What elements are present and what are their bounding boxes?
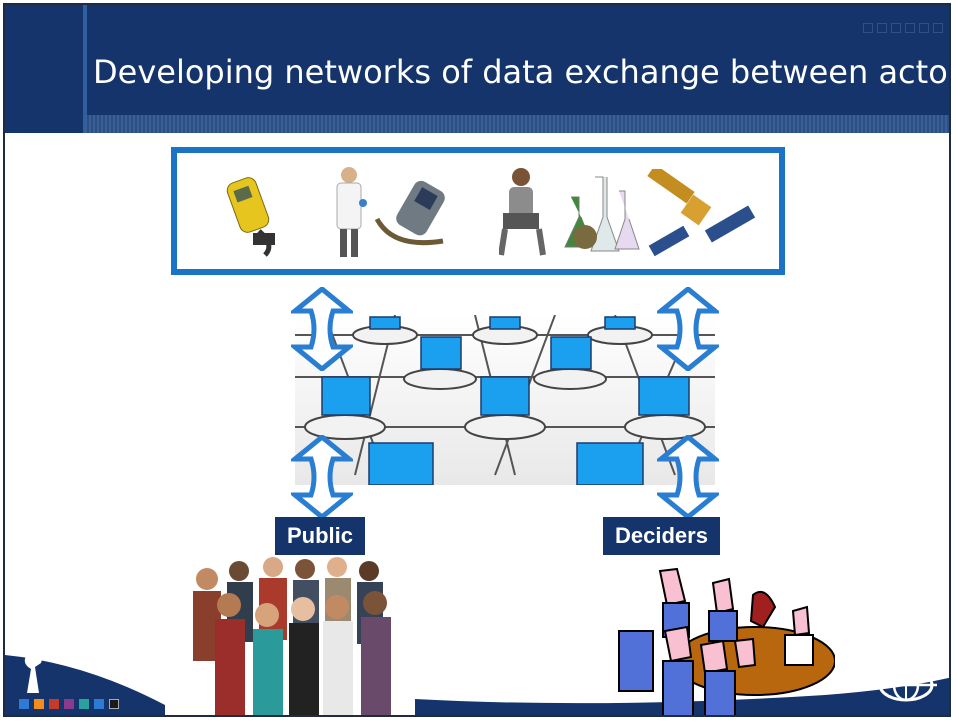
network-image bbox=[295, 315, 715, 485]
actors-box bbox=[171, 147, 785, 275]
arrow-bottom-left-icon bbox=[291, 435, 353, 519]
fountain-logo-icon bbox=[24, 649, 42, 693]
arrow-top-left-icon bbox=[291, 287, 353, 371]
public-label: Public bbox=[275, 517, 366, 555]
public-crowd-image bbox=[193, 557, 391, 715]
handheld-sensor-icon bbox=[226, 177, 275, 257]
satellite-icon bbox=[647, 169, 756, 257]
deciders-meeting-image bbox=[618, 567, 835, 715]
header-bar: Developing networks of data exchange bet… bbox=[5, 5, 949, 133]
globe-logo-icon bbox=[875, 668, 937, 702]
header-strip bbox=[85, 115, 949, 133]
deciders-label: Deciders bbox=[603, 517, 720, 555]
arrow-top-right-icon bbox=[657, 287, 719, 371]
laptop-user-icon bbox=[499, 168, 546, 256]
scientist-icon bbox=[336, 167, 367, 257]
header-decoration bbox=[863, 23, 943, 33]
footer-color-squares bbox=[19, 699, 119, 709]
slide-title: Developing networks of data exchange bet… bbox=[93, 53, 951, 91]
slide: Developing networks of data exchange bet… bbox=[3, 3, 951, 717]
lab-flasks-icon bbox=[564, 176, 640, 252]
gps-device-icon bbox=[374, 180, 445, 246]
footer-wave bbox=[5, 655, 949, 715]
arrow-bottom-right-icon bbox=[657, 435, 719, 519]
header-accent bbox=[83, 5, 87, 133]
